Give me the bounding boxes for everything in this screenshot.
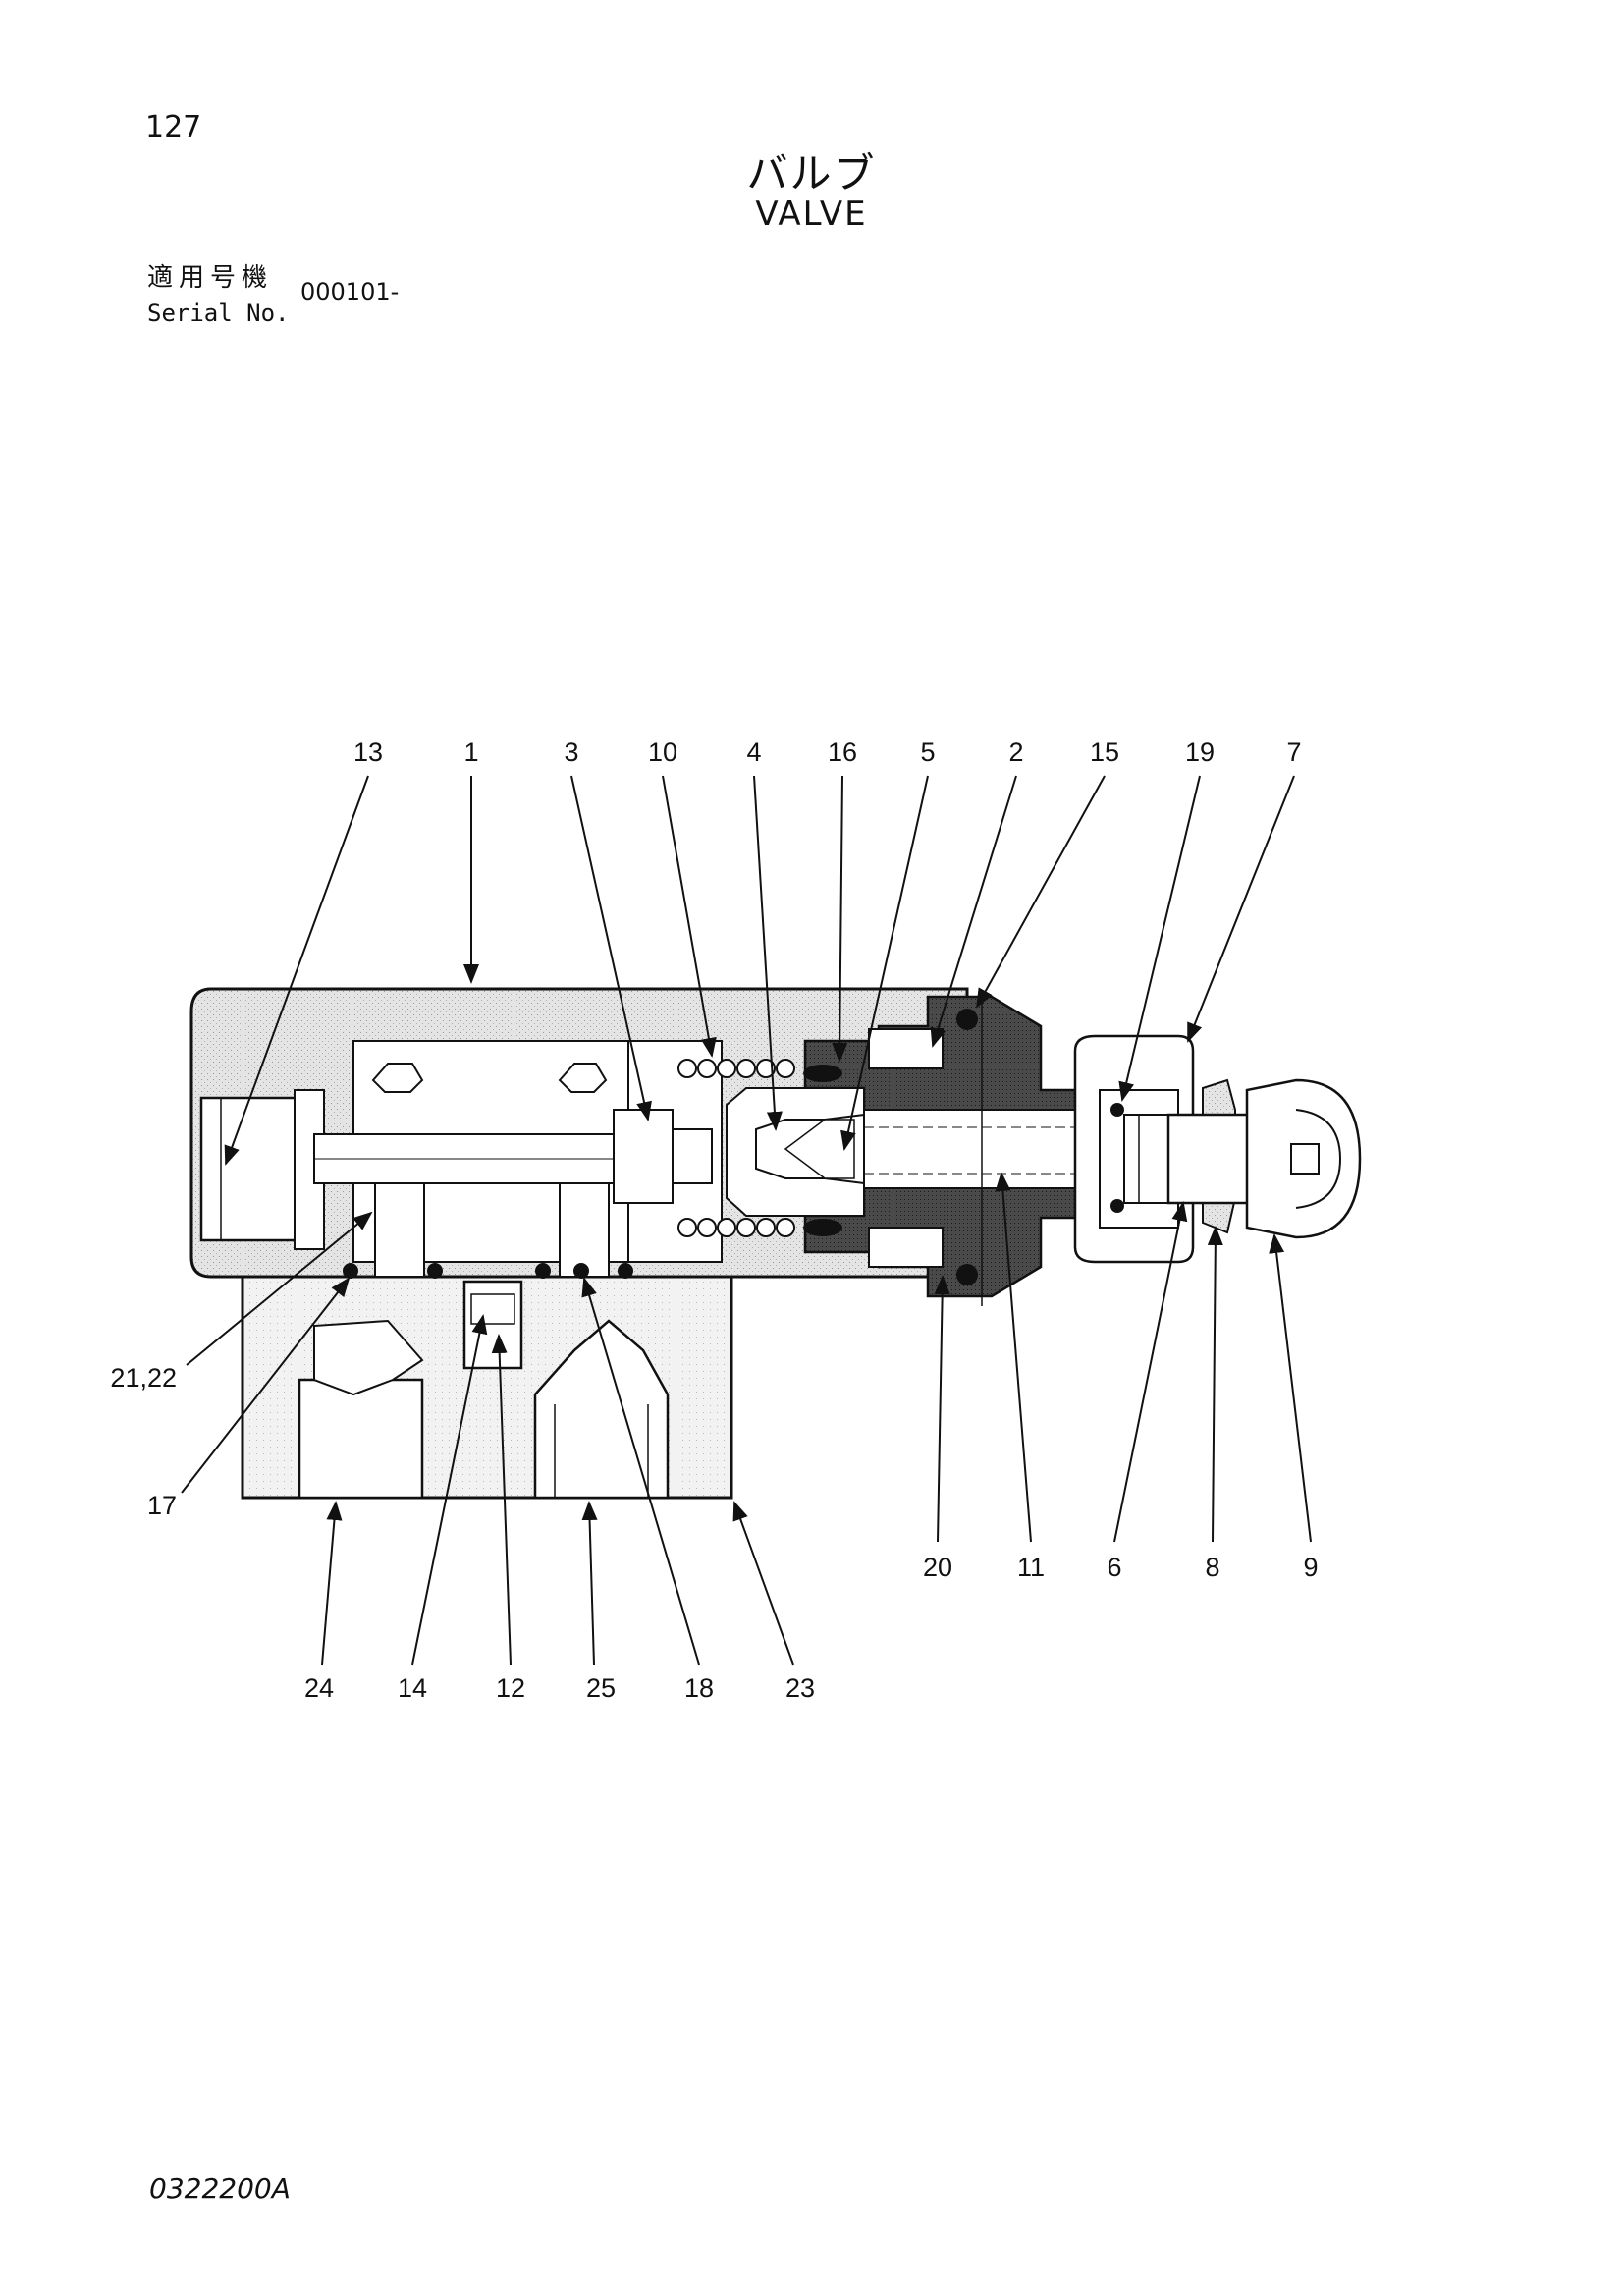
callout-23: 23 <box>785 1673 815 1703</box>
page-number: 127 <box>145 110 202 144</box>
manifold-block <box>241 1275 733 1500</box>
callout-labels: 13 1 3 10 4 16 5 2 15 19 7 21,22 17 20 1… <box>110 738 1318 1703</box>
callout-16: 16 <box>828 738 857 767</box>
callout-1: 1 <box>463 738 478 767</box>
callout-11: 11 <box>1017 1553 1045 1582</box>
drawing-code: 0322200A <box>149 2172 291 2205</box>
callout-10: 10 <box>648 738 677 767</box>
callout-24: 24 <box>304 1673 334 1703</box>
callout-7: 7 <box>1286 738 1301 767</box>
callout-9: 9 <box>1303 1553 1318 1582</box>
callout-3: 3 <box>564 738 578 767</box>
connector-plug <box>1166 1078 1362 1239</box>
connector-housing <box>1073 1034 1195 1264</box>
leader-lines <box>181 775 1312 1666</box>
callout-13: 13 <box>353 738 383 767</box>
callout-20: 20 <box>923 1553 952 1582</box>
callout-18: 18 <box>684 1673 714 1703</box>
callout-15: 15 <box>1090 738 1119 767</box>
callout-2: 2 <box>1008 738 1023 767</box>
stem <box>863 992 1081 1306</box>
page-title-japanese: バルブ <box>746 149 877 197</box>
callout-14: 14 <box>398 1673 427 1703</box>
poppet <box>726 1087 865 1217</box>
callout-12: 12 <box>496 1673 525 1703</box>
callout-4: 4 <box>746 738 761 767</box>
serial-label-english: Serial No. <box>147 300 290 327</box>
callout-19: 19 <box>1185 738 1215 767</box>
callout-6: 6 <box>1107 1553 1121 1582</box>
callout-25: 25 <box>586 1673 616 1703</box>
mounting-orings <box>343 1263 633 1279</box>
spring-coils <box>677 1059 795 1237</box>
callout-21-22: 21,22 <box>110 1363 177 1393</box>
page-title-english: VALVE <box>755 194 868 234</box>
callout-17: 17 <box>147 1491 177 1520</box>
serial-label-japanese: 適用号機 <box>147 263 274 293</box>
callout-8: 8 <box>1205 1553 1219 1582</box>
serial-range: 000101- <box>300 278 400 305</box>
callout-5: 5 <box>920 738 935 767</box>
